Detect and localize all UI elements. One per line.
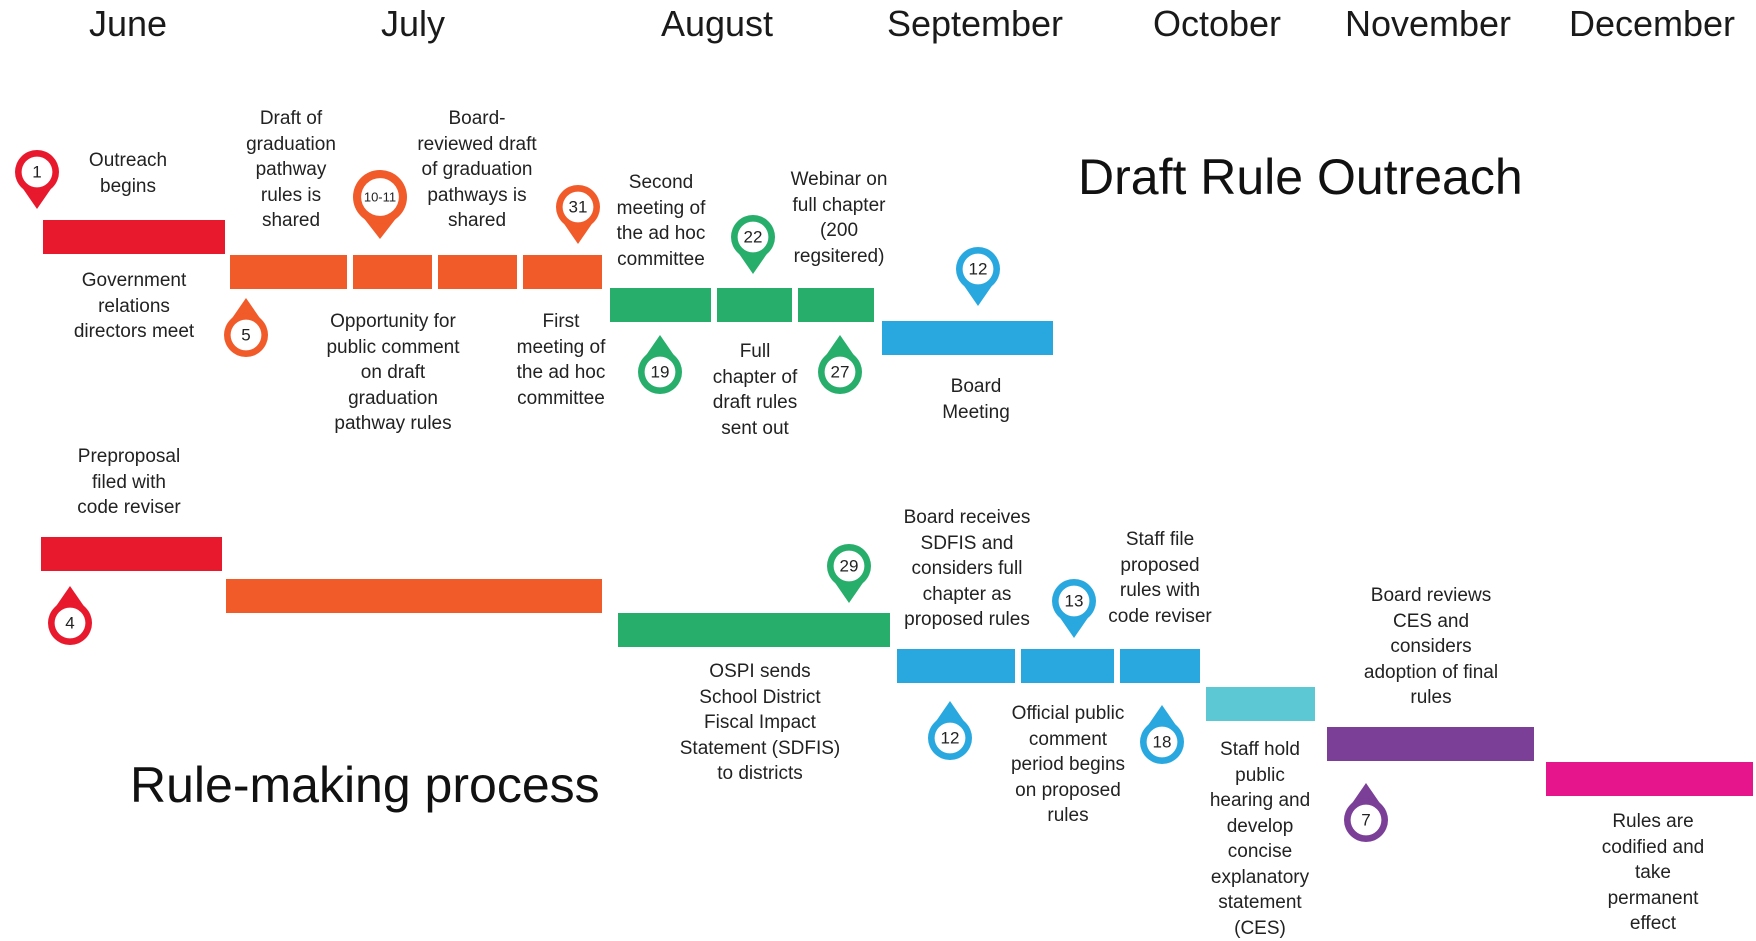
month-september: September	[886, 3, 1064, 44]
month-december: December	[1568, 3, 1736, 44]
outreach-pin-27-6: 27	[818, 335, 862, 394]
outreach-bar-june	[43, 220, 225, 254]
outreach-bar-aug-3	[798, 288, 874, 322]
outreach-bar-july-3	[438, 255, 517, 289]
pin-date-label: 31	[569, 197, 588, 216]
label-staff-hold-hearing: Staff hold public hearing and develop co…	[1209, 739, 1311, 939]
label-board-reviewed-draft: Board- reviewed draft of graduation path…	[417, 108, 537, 231]
pin-inner	[1058, 585, 1090, 617]
pin-date-label: 29	[840, 556, 859, 575]
pin-date-label: 12	[969, 259, 988, 278]
rulemaking-bar-sep-2	[1021, 649, 1114, 683]
pin-inner	[361, 178, 399, 216]
rulemaking-bar-october	[1206, 687, 1315, 721]
label-second-adhoc-meeting: Second meeting of the ad hoc committee	[616, 172, 706, 270]
outreach-bar-july-2	[353, 255, 432, 289]
outreach-bar-july-4	[523, 255, 602, 289]
pin-date-label: 12	[941, 728, 960, 747]
pin-inner	[1350, 804, 1382, 836]
rulemaking-bar-sep-1	[897, 649, 1015, 683]
month-july: July	[380, 3, 446, 44]
pin-date-label: 5	[241, 325, 250, 344]
outreach-pin-10-11-2: 10-11	[353, 170, 407, 239]
label-board-meeting: Board Meeting	[942, 376, 1010, 423]
rulemaking-bar-november	[1327, 727, 1534, 761]
month-june: June	[88, 3, 168, 44]
rulemaking-pin-4-0: 4	[48, 586, 92, 645]
pin-date-label: 22	[744, 227, 763, 246]
rulemaking-pin-13-3: 13	[1052, 579, 1096, 638]
outreach-pin-22-5: 22	[731, 215, 775, 274]
rulemaking-pin-18-4: 18	[1140, 705, 1184, 764]
label-official-comment-period: Official public comment period begins on…	[1010, 703, 1126, 826]
pin-inner	[54, 607, 86, 639]
pin-inner	[644, 356, 676, 388]
label-staff-file-proposed: Staff file proposed rules with code revi…	[1108, 529, 1212, 627]
month-august: August	[660, 3, 774, 44]
rule-making-process-heading: Rule-making process	[130, 757, 600, 813]
rulemaking-pin-29-1: 29	[827, 544, 871, 603]
label-board-reviews-ces: Board reviews CES and considers adoption…	[1363, 585, 1499, 708]
outreach-pin-5-1: 5	[224, 298, 268, 357]
pin-date-label: 27	[831, 362, 850, 381]
rulemaking-bar-june	[41, 537, 222, 571]
outreach-bar-aug-2	[717, 288, 792, 322]
pin-date-label: 18	[1153, 732, 1172, 751]
label-board-receives-sdfis: Board receives SDFIS and considers full …	[903, 507, 1031, 630]
pin-inner	[934, 722, 966, 754]
pin-inner	[230, 319, 262, 351]
rulemaking-bar-july	[226, 579, 602, 613]
label-government-relations: Government relations directors meet	[73, 270, 195, 342]
pin-date-label: 7	[1361, 810, 1370, 829]
label-outreach-begins: Outreach begins	[88, 150, 168, 197]
label-webinar: Webinar on full chapter (200 regsitered)	[790, 169, 888, 267]
pin-date-label: 4	[65, 613, 74, 632]
outreach-pin-12-7: 12	[956, 247, 1000, 306]
draft-rule-outreach-heading: Draft Rule Outreach	[1078, 149, 1523, 205]
label-first-adhoc-meeting: First meeting of the ad hoc committee	[516, 311, 606, 409]
month-october: October	[1152, 3, 1282, 44]
outreach-bar-september	[882, 321, 1053, 355]
label-rules-codified: Rules are codified and take permanent ef…	[1601, 811, 1705, 934]
pin-inner	[21, 156, 53, 188]
outreach-bar-july-1	[230, 255, 347, 289]
rulemaking-bar-december	[1546, 762, 1753, 796]
outreach-pin-31-3: 31	[556, 185, 600, 244]
rulemaking-bar-sep-3	[1120, 649, 1200, 683]
label-draft-graduation-shared: Draft of graduation pathway rules is sha…	[246, 108, 336, 231]
pin-inner	[1146, 726, 1178, 758]
pin-inner	[962, 253, 994, 285]
pin-inner	[562, 191, 594, 223]
month-november: November	[1344, 3, 1512, 44]
pin-inner	[833, 550, 865, 582]
pin-date-label: 1	[32, 162, 41, 181]
pin-date-label: 10-11	[364, 189, 396, 204]
label-full-chapter-sent: Full chapter of draft rules sent out	[712, 341, 798, 439]
pin-inner	[737, 221, 769, 253]
pin-date-label: 13	[1065, 591, 1084, 610]
pin-date-label: 19	[651, 362, 670, 381]
pin-inner	[824, 356, 856, 388]
outreach-bar-aug-1	[610, 288, 711, 322]
rulemaking-bar-august	[618, 613, 890, 647]
outreach-pin-19-4: 19	[638, 335, 682, 394]
label-preproposal: Preproposal filed with code reviser	[77, 446, 181, 518]
outreach-pin-1-0: 1	[15, 150, 59, 209]
label-ospi-sends-sdfis: OSPI sends School District Fiscal Impact…	[679, 661, 841, 784]
rulemaking-pin-7-5: 7	[1344, 783, 1388, 842]
rulemaking-pin-12-2: 12	[928, 701, 972, 760]
label-public-comment: Opportunity for public comment on draft …	[326, 311, 460, 434]
